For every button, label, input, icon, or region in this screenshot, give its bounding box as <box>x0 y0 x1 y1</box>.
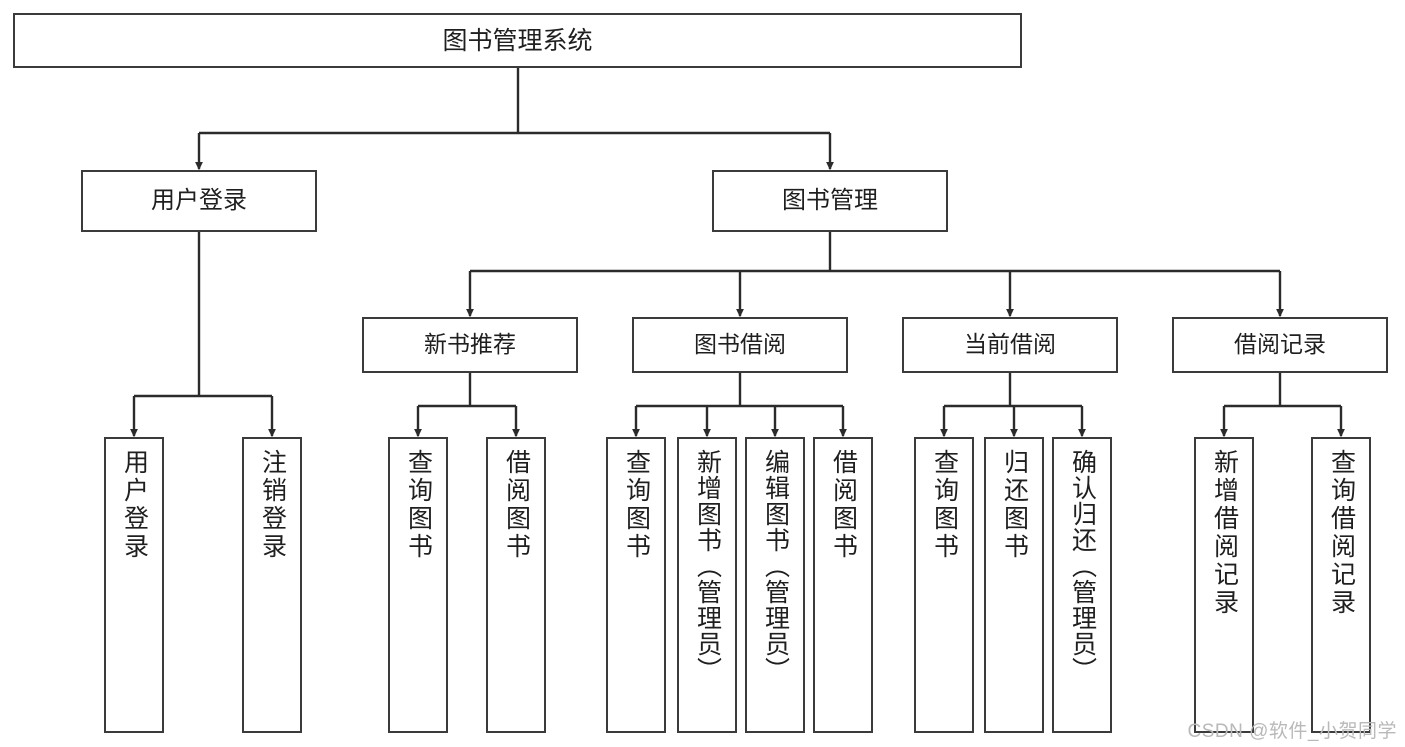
node-label-root: 图书管理系统 <box>442 26 593 55</box>
node-leaf-borrow-book-1: 借阅图书 <box>486 437 546 733</box>
node-leaf-return-book: 归还图书 <box>984 437 1044 733</box>
node-label-leaf-return-book: 归还图书 <box>1000 449 1029 561</box>
node-leaf-query-borrow-record: 查询借阅记录 <box>1311 437 1371 733</box>
node-book-management: 图书管理 <box>712 170 948 232</box>
node-label-leaf-edit-book-admin: 编辑图书（管理员） <box>761 449 790 683</box>
node-label-leaf-add-book-admin: 新增图书（管理员） <box>693 449 722 683</box>
node-label-leaf-user-logout: 注销登录 <box>258 449 287 561</box>
node-label-borrow-record: 借阅记录 <box>1234 331 1326 358</box>
node-leaf-user-logout: 注销登录 <box>242 437 302 733</box>
node-leaf-borrow-book-2: 借阅图书 <box>813 437 873 733</box>
node-leaf-query-book-2: 查询图书 <box>606 437 666 733</box>
node-label-book-management: 图书管理 <box>782 186 878 214</box>
node-borrow-record: 借阅记录 <box>1172 317 1388 373</box>
node-label-leaf-user-login: 用户登录 <box>120 449 149 561</box>
node-user-login: 用户登录 <box>81 170 317 232</box>
node-label-leaf-borrow-book-2: 借阅图书 <box>829 449 858 561</box>
node-label-book-borrow: 图书借阅 <box>694 331 786 358</box>
node-leaf-query-book-3: 查询图书 <box>914 437 974 733</box>
node-label-leaf-confirm-return-admin: 确认归还（管理员） <box>1068 449 1097 683</box>
node-label-current-borrow: 当前借阅 <box>964 331 1056 358</box>
connector-group <box>130 68 1345 438</box>
node-label-leaf-query-book-3: 查询图书 <box>930 449 959 561</box>
node-label-leaf-query-borrow-record: 查询借阅记录 <box>1327 449 1356 617</box>
node-root: 图书管理系统 <box>13 13 1022 68</box>
node-leaf-add-borrow-record: 新增借阅记录 <box>1194 437 1254 733</box>
node-label-leaf-query-book-2: 查询图书 <box>622 449 651 561</box>
node-leaf-user-login: 用户登录 <box>104 437 164 733</box>
node-label-user-login: 用户登录 <box>151 186 247 214</box>
node-label-leaf-borrow-book-1: 借阅图书 <box>502 449 531 561</box>
node-leaf-query-book-1: 查询图书 <box>388 437 448 733</box>
node-book-borrow: 图书借阅 <box>632 317 848 373</box>
node-new-book-recommend: 新书推荐 <box>362 317 578 373</box>
node-label-leaf-add-borrow-record: 新增借阅记录 <box>1210 449 1239 617</box>
node-label-new-book-recommend: 新书推荐 <box>424 331 516 358</box>
node-current-borrow: 当前借阅 <box>902 317 1118 373</box>
node-leaf-add-book-admin: 新增图书（管理员） <box>677 437 737 733</box>
node-leaf-edit-book-admin: 编辑图书（管理员） <box>745 437 805 733</box>
node-leaf-confirm-return-admin: 确认归还（管理员） <box>1052 437 1112 733</box>
node-label-leaf-query-book-1: 查询图书 <box>404 449 433 561</box>
